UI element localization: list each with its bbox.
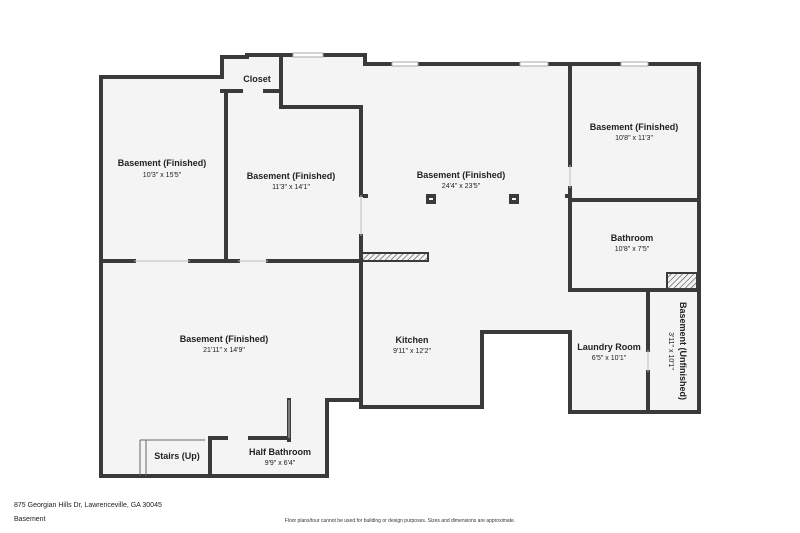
room-label-basement-sw: Basement (Finished) xyxy=(180,334,269,344)
room-dims-basement-main: 24'4" x 23'5" xyxy=(442,183,481,190)
room-dims-basement-ne: 10'8" x 11'3" xyxy=(615,135,653,142)
room-label-half-bath: Half Bathroom xyxy=(249,447,311,457)
windows xyxy=(292,52,649,67)
floor-fill xyxy=(101,57,699,476)
kitchen-counter xyxy=(361,252,429,262)
room-labels: Basement (Finished) 10'3" x 15'5" Baseme… xyxy=(118,74,688,467)
room-label-unfinished: Basement (Unfinished) xyxy=(678,302,688,400)
room-label-laundry: Laundry Room xyxy=(577,342,641,352)
room-label-kitchen: Kitchen xyxy=(395,335,428,345)
room-dims-half-bath: 9'9" x 6'4" xyxy=(265,460,296,467)
room-dims-kitchen: 9'11" x 12'2" xyxy=(393,348,431,355)
room-label-basement-ne: Basement (Finished) xyxy=(590,122,679,132)
room-label-bathroom: Bathroom xyxy=(611,233,654,243)
disclaimer: Floor plans/tour cannot be used for buil… xyxy=(284,518,516,524)
room-dims-basement-sw: 21'11" x 14'9" xyxy=(203,347,245,354)
room-dims-basement-1: 10'3" x 15'5" xyxy=(143,172,182,179)
floor-level-label: Basement xyxy=(14,516,46,523)
doors xyxy=(134,165,649,438)
room-label-basement-main: Basement (Finished) xyxy=(417,170,506,180)
stairs xyxy=(139,439,205,476)
walls xyxy=(99,53,701,478)
room-dims-bathroom: 10'8" x 7'5" xyxy=(615,246,650,253)
room-dims-laundry: 6'5" x 10'1" xyxy=(592,355,627,362)
room-dims-unfinished: 3'11" x 10'1" xyxy=(667,332,674,370)
room-label-basement-1: Basement (Finished) xyxy=(118,158,207,168)
utility-chase xyxy=(666,272,698,291)
room-label-basement-2: Basement (Finished) xyxy=(247,171,336,181)
room-dims-basement-2: 11'3" x 14'1" xyxy=(272,184,310,191)
room-label-stairs: Stairs (Up) xyxy=(154,451,200,461)
property-address: 875 Georgian Hills Dr, Lawrenceville, GA… xyxy=(14,502,162,509)
room-label-closet: Closet xyxy=(243,74,271,84)
support-posts xyxy=(363,194,570,204)
